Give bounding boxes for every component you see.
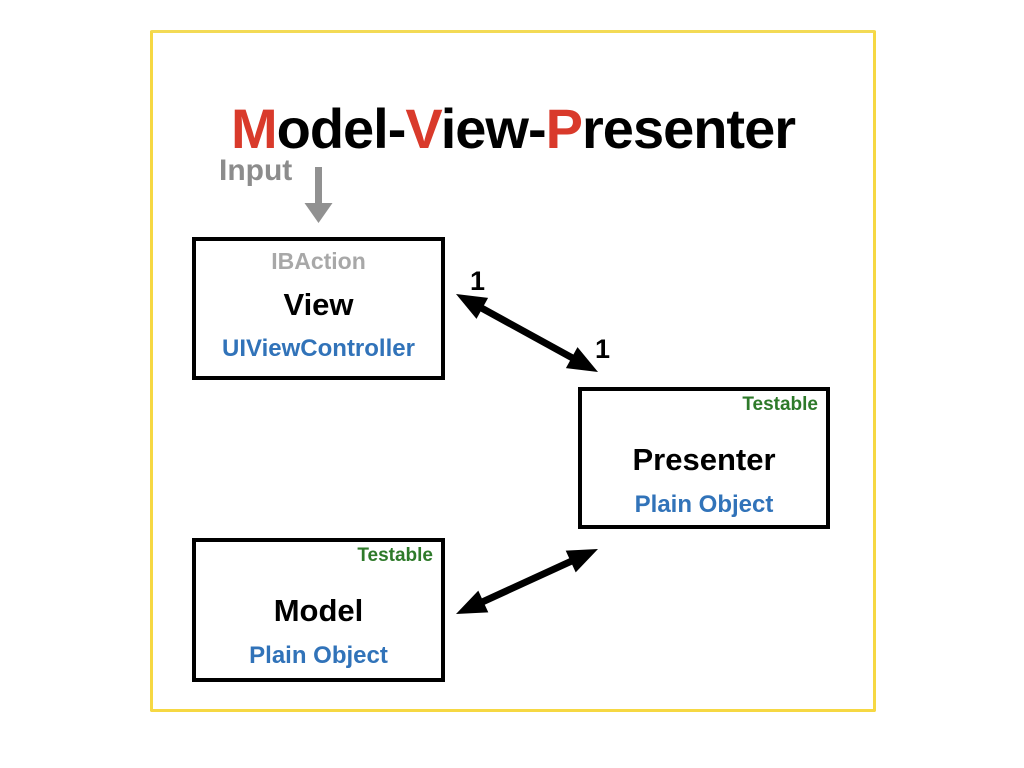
yellow-frame-border [150,30,876,712]
title-text-iew: iew- [440,96,547,160]
model-testable-badge: Testable [357,545,433,566]
view-ibaction-label: IBAction [271,248,366,274]
view-node-name: View [283,287,354,322]
model-node-name: Model [273,593,364,628]
view-node-box: IBAction View UIViewController [192,237,445,380]
title-text-resenter: resenter [582,96,796,160]
view-node-subtitle: UIViewController [222,335,415,362]
multiplicity-label-presenter-end: 1 [595,334,611,364]
model-node-subtitle: Plain Object [249,642,388,669]
presenter-node-name: Presenter [632,442,776,477]
presenter-node-box: Testable Presenter Plain Object [578,387,830,529]
presenter-node-subtitle: Plain Object [634,491,774,518]
presenter-testable-badge: Testable [742,394,818,415]
title-letter-p: P [545,96,583,160]
multiplicity-label-view-end: 1 [470,266,486,296]
model-node-box: Testable Model Plain Object [192,538,445,682]
diagram-title: Model-View-Presenter [150,96,876,160]
title-text-odel: odel- [276,96,407,160]
title-letter-v: V [405,96,441,160]
input-label: Input [219,154,293,187]
title-letter-m: M [230,96,278,160]
